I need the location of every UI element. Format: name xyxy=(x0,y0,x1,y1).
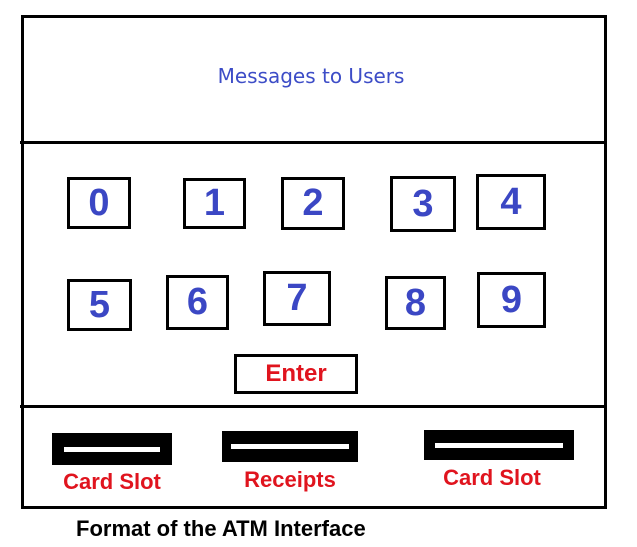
messages-display: Messages to Users xyxy=(217,64,405,88)
key-8[interactable]: 8 xyxy=(385,276,446,330)
key-4[interactable]: 4 xyxy=(476,174,546,230)
key-5[interactable]: 5 xyxy=(67,279,132,331)
receipts-label: Receipts xyxy=(244,467,336,492)
key-1[interactable]: 1 xyxy=(183,178,246,229)
card-slot-right[interactable] xyxy=(424,430,574,460)
atm-frame xyxy=(21,15,607,509)
enter-button[interactable]: Enter xyxy=(234,354,358,394)
message-divider xyxy=(20,141,604,144)
key-7[interactable]: 7 xyxy=(263,271,331,326)
slot-opening xyxy=(231,444,349,449)
key-3[interactable]: 3 xyxy=(390,176,456,232)
slot-divider xyxy=(20,405,604,408)
slot-opening xyxy=(435,442,563,448)
card-slot-left-label: Card Slot xyxy=(63,469,161,494)
diagram-caption: Format of the ATM Interface xyxy=(76,516,366,541)
key-9[interactable]: 9 xyxy=(477,272,546,328)
receipt-slot[interactable] xyxy=(222,431,358,462)
slot-opening xyxy=(64,446,160,452)
key-2[interactable]: 2 xyxy=(281,177,345,230)
key-0[interactable]: 0 xyxy=(67,177,131,229)
key-6[interactable]: 6 xyxy=(166,275,229,330)
card-slot-left[interactable] xyxy=(52,433,172,465)
card-slot-right-label: Card Slot xyxy=(443,465,541,490)
